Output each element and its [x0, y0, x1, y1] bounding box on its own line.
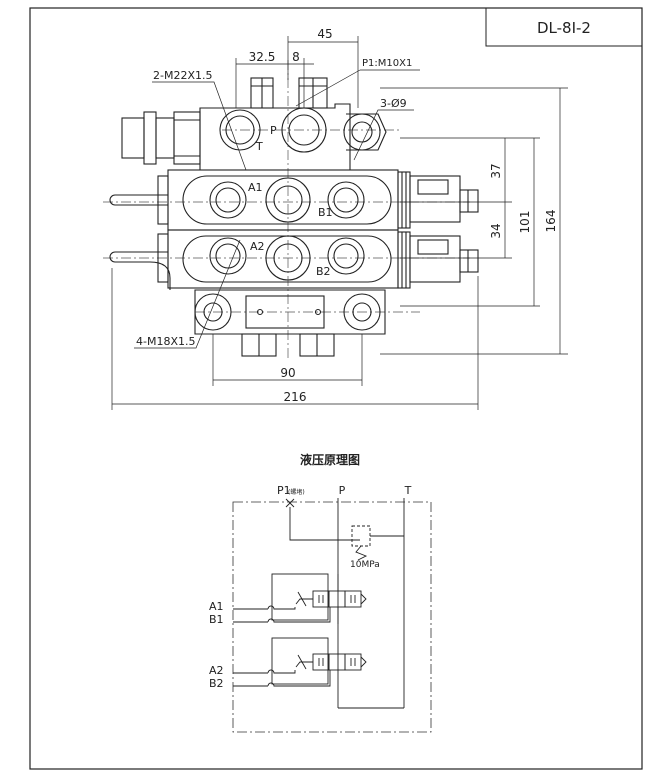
valve-section-2: [109, 229, 479, 290]
port-label-b2: B2: [316, 265, 331, 278]
outlet-block: [194, 289, 386, 357]
dimension-lines: [111, 36, 568, 410]
schematic-heading: 液压原理图: [300, 452, 360, 467]
dim-101: 101: [518, 211, 532, 234]
schematic-a1: A1: [209, 600, 224, 613]
schematic-b1: B1: [209, 613, 224, 626]
schematic-a2: A2: [209, 664, 224, 677]
port-label-a2: A2: [250, 240, 265, 253]
port-label-t: T: [255, 140, 263, 153]
callout-p1-thread: P1:M10X1: [362, 58, 412, 69]
dim-90: 90: [280, 366, 295, 380]
dim-8: 8: [292, 50, 300, 64]
schematic-b2: B2: [209, 677, 224, 690]
schematic-p: P: [339, 484, 346, 497]
hydraulic-schematic: 液压原理图 P1 (螺堵) P T: [209, 452, 432, 733]
port-label-b1: B1: [318, 206, 333, 219]
dim-32-5: 32.5: [249, 50, 276, 64]
sheet-border: [29, 7, 643, 770]
dim-34: 34: [489, 223, 503, 238]
schematic-p1: P1: [277, 484, 291, 497]
valve-section-1: [109, 169, 479, 231]
title-block: DL-8I-2: [485, 7, 643, 47]
dim-37: 37: [489, 163, 503, 178]
schematic-relief-pressure: 10MPa: [350, 560, 380, 570]
callout-labels: 2-M22X1.5 P1:M10X1 3-Ø9 4-M18X1.5: [136, 58, 412, 348]
schematic-t: T: [404, 484, 412, 497]
dim-216: 216: [284, 390, 307, 404]
centerlines: [103, 60, 470, 360]
port-label-p: P: [270, 124, 277, 137]
schematic-boundary: [232, 501, 432, 733]
dim-45: 45: [317, 27, 332, 41]
callout-outlet-thread: 2-M22X1.5: [153, 69, 213, 82]
schematic-p1-note: (螺堵): [288, 488, 305, 496]
valve-front-view: [103, 36, 568, 410]
dim-164: 164: [544, 210, 558, 233]
port-labels: P T A1 B1 A2 B2: [248, 124, 333, 278]
dimension-labels: 45 32.5 8 37 34 101 164 90 216: [249, 27, 558, 404]
callout-work-ports: 4-M18X1.5: [136, 335, 196, 348]
callout-mount-holes: 3-Ø9: [380, 97, 407, 110]
port-label-a1: A1: [248, 181, 263, 194]
inlet-block: [121, 77, 387, 171]
drawing-code: DL-8I-2: [537, 19, 591, 37]
